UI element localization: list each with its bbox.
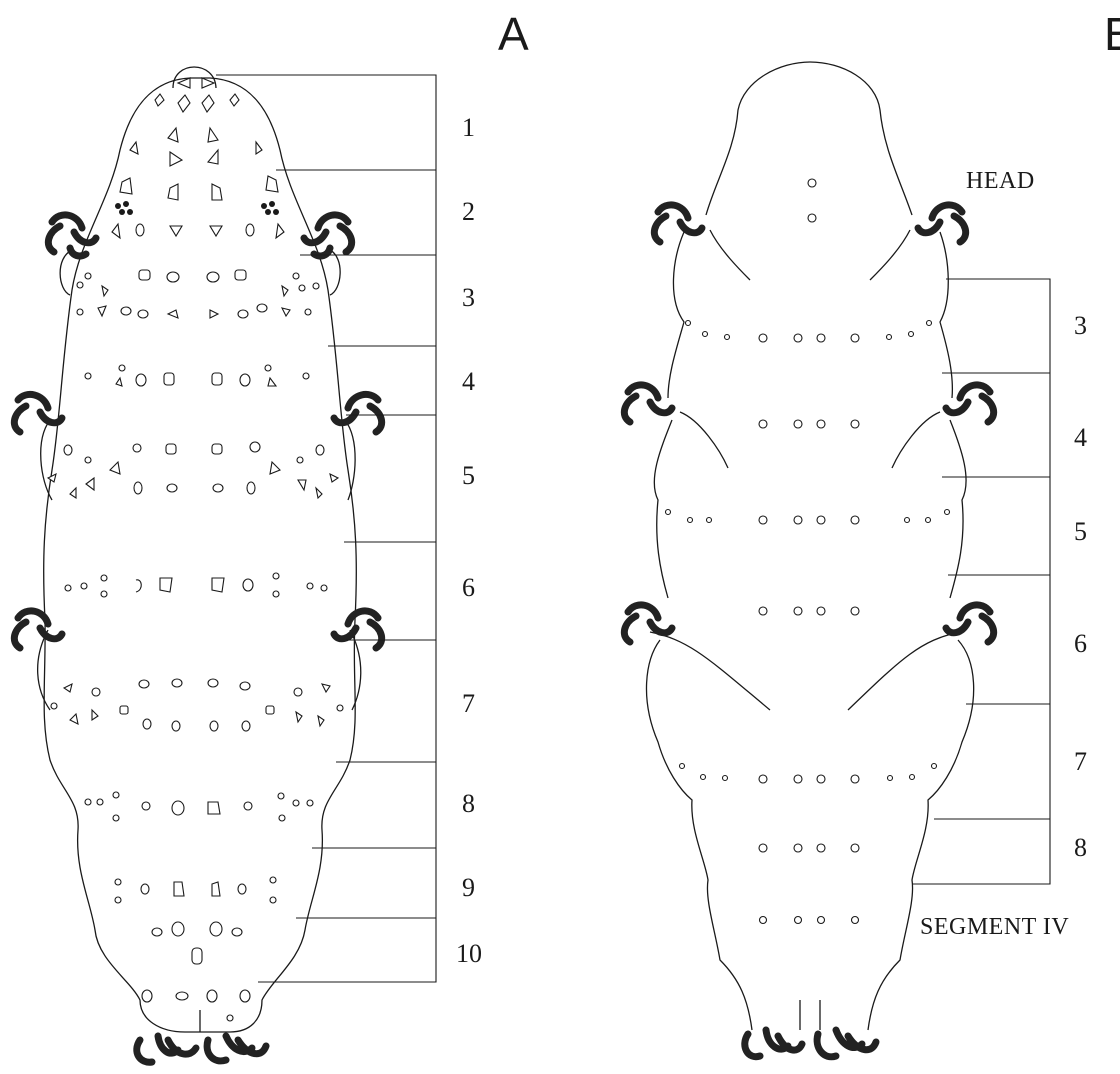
claw-icon bbox=[207, 1036, 266, 1061]
segment-number: 7 bbox=[462, 689, 475, 718]
segment-number: 1 bbox=[462, 113, 475, 142]
claw-icon bbox=[137, 1036, 196, 1062]
panel-a-letter: A bbox=[498, 8, 529, 60]
panel-b-segment-numbers: 3 4 5 6 7 8 bbox=[1074, 311, 1087, 862]
segment-number: 8 bbox=[462, 789, 475, 818]
segment-number: 4 bbox=[462, 367, 475, 396]
segment-number: 3 bbox=[462, 283, 475, 312]
segment-number: 4 bbox=[1074, 423, 1087, 452]
panel-a-legs bbox=[38, 250, 361, 710]
claw-icon bbox=[946, 605, 994, 642]
segment-number: 8 bbox=[1074, 833, 1087, 862]
segment-number: 9 bbox=[462, 873, 475, 902]
head-label: HEAD bbox=[966, 168, 1035, 194]
segment-number: 7 bbox=[1074, 747, 1087, 776]
panel-a-body-outline bbox=[44, 78, 357, 1032]
panel-b-segment-bracket bbox=[912, 279, 1050, 884]
segment-number: 5 bbox=[1074, 517, 1087, 546]
panel-b-body-outline bbox=[646, 232, 973, 1030]
claw-icon bbox=[817, 1030, 876, 1057]
segment-number: 5 bbox=[462, 461, 475, 490]
claw-icon bbox=[14, 611, 62, 648]
segment-number: 10 bbox=[456, 939, 482, 968]
claw-icon bbox=[14, 394, 62, 432]
panel-a-segment-bracket bbox=[216, 75, 436, 982]
claw-icon bbox=[334, 611, 382, 648]
segment-number: 6 bbox=[462, 573, 475, 602]
panel-a-dorsal-plates bbox=[48, 78, 343, 1021]
claw-icon bbox=[745, 1030, 802, 1057]
panel-a-claws bbox=[14, 215, 381, 1062]
claw-icon bbox=[946, 385, 994, 422]
claw-icon bbox=[624, 385, 672, 422]
panel-b-head-outline bbox=[706, 62, 912, 215]
panel-a-segment-numbers: 1 2 3 4 5 6 7 8 9 10 bbox=[456, 113, 482, 968]
panel-b: B bbox=[624, 8, 1120, 1057]
claw-icon bbox=[654, 205, 702, 242]
segment-iv-label: SEGMENT IV bbox=[920, 914, 1069, 940]
panel-b-leg-lobes bbox=[650, 230, 960, 1030]
panel-a: A bbox=[14, 8, 529, 1062]
panel-b-letter: B bbox=[1104, 8, 1120, 60]
segment-number: 6 bbox=[1074, 629, 1087, 658]
panel-b-pores bbox=[666, 179, 950, 924]
segment-number: 3 bbox=[1074, 311, 1087, 340]
segment-number: 2 bbox=[462, 197, 475, 226]
